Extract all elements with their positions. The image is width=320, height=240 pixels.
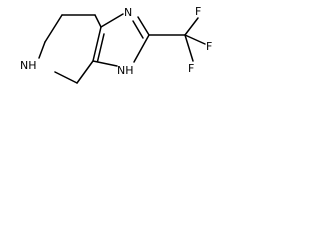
atom-label-n-imidazole: N xyxy=(124,6,132,19)
bond-c3a-c7a-inner xyxy=(96,33,105,63)
bond-cf3-f3 xyxy=(184,34,194,62)
bond-c2-n3 xyxy=(133,34,150,63)
bond-c7-c6 xyxy=(44,14,63,43)
structure-diagram: N NH NH F F F xyxy=(20,5,212,84)
bond-c4-c3a xyxy=(76,60,94,84)
atom-label-nh-imidazole: NH xyxy=(117,64,134,77)
atom-label-nh-ring: NH xyxy=(20,59,37,72)
bond-n5-c4 xyxy=(54,71,78,84)
bond-c7-c7a-to-ring xyxy=(94,14,102,28)
bond-n3-c3a xyxy=(92,60,118,67)
atom-label-f2: F xyxy=(206,40,212,53)
atom-label-f1: F xyxy=(195,5,201,18)
bond-c6-n5 xyxy=(38,41,46,59)
bond-cf3-f2 xyxy=(184,34,206,45)
bond-cf3-f1 xyxy=(184,17,199,36)
bond-c3a-c7a-outer xyxy=(92,26,102,62)
bond-c7a-n1 xyxy=(100,13,124,28)
bond-n1-c2-outer xyxy=(137,16,150,36)
bond-n1-c2-inner xyxy=(132,20,144,39)
atom-label-f3: F xyxy=(188,62,194,75)
